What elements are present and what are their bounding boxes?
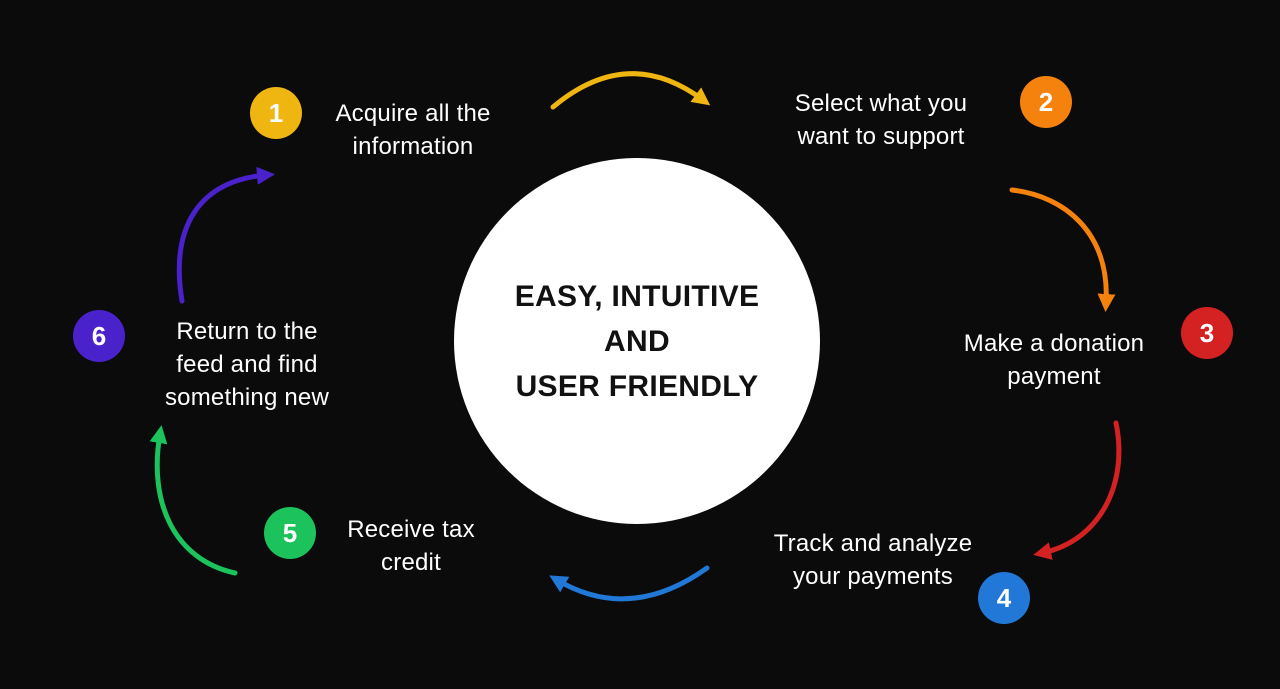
step-4-badge: 4	[978, 572, 1030, 624]
arrow-step1-to-step2-icon	[550, 71, 711, 110]
arrow-step2-to-step3-icon	[1009, 187, 1116, 312]
step-5-badge: 5	[264, 507, 316, 559]
step-1-number: 1	[268, 97, 284, 128]
arrow-step6-to-step1-icon	[176, 166, 275, 304]
center-circle: EASY, INTUITIVE AND USER FRIENDLY	[454, 158, 820, 524]
arrow-step3-to-step4-icon	[1033, 420, 1122, 560]
center-title: EASY, INTUITIVE AND USER FRIENDLY	[514, 279, 760, 403]
step-2-badge: 2	[1020, 76, 1072, 128]
step-6-badge: 6	[73, 310, 125, 362]
step-5-number: 5	[282, 517, 298, 548]
step-6-number: 6	[91, 320, 107, 351]
step-6-label: Return to the feed and find something ne…	[164, 318, 330, 412]
step-3-badge: 3	[1181, 307, 1233, 359]
step-4-number: 4	[996, 582, 1012, 613]
arrow-step5-to-step6-icon	[149, 425, 238, 576]
step-4-label: Track and analyze your payments	[773, 530, 973, 591]
step-2-label: Select what you want to support	[794, 90, 968, 151]
step-1-label: Acquire all the information	[335, 100, 491, 161]
step-3-label: Make a donation payment	[963, 330, 1145, 391]
step-3-number: 3	[1199, 317, 1215, 348]
arrow-step4-to-step5-icon	[549, 565, 710, 602]
step-2-number: 2	[1038, 86, 1054, 117]
step-5-label: Receive tax credit	[347, 516, 475, 577]
step-1-badge: 1	[250, 87, 302, 139]
